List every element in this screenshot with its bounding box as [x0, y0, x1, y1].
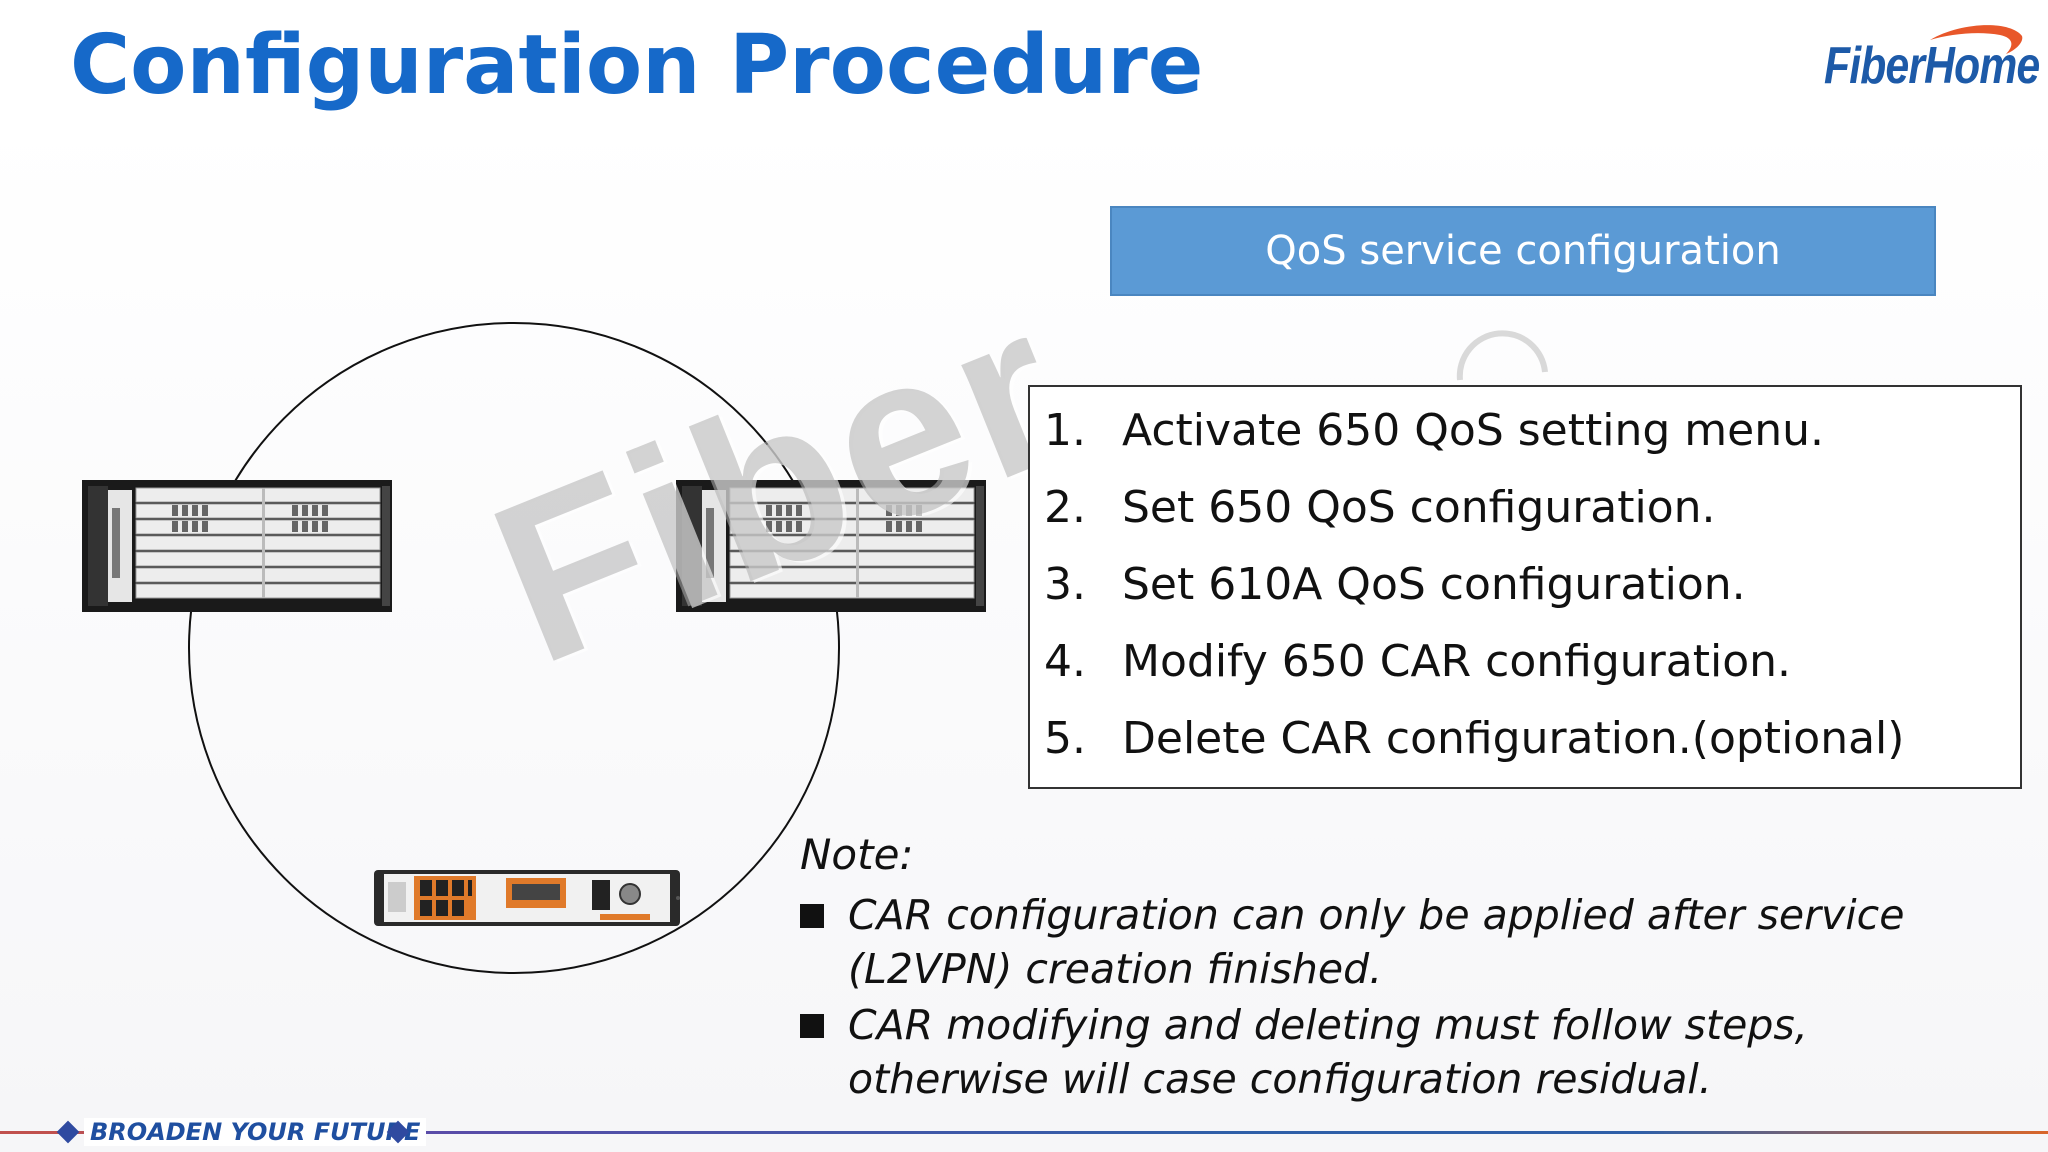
- logo-swoosh-icon: [1930, 25, 2023, 54]
- faint-arc: [1456, 330, 1548, 381]
- qos-service-banner: QoS service configuration: [1110, 206, 1936, 296]
- step-text: Modify 650 CAR configuration.: [1122, 636, 1791, 687]
- footer-line: [0, 1131, 2048, 1134]
- qos-banner-label: QoS service configuration: [1265, 228, 1781, 274]
- step-item: 5. Delete CAR configuration.(optional): [1030, 713, 2020, 790]
- step-item: 4. Modify 650 CAR configuration.: [1030, 636, 2020, 713]
- step-item: 1. Activate 650 QoS setting menu.: [1030, 405, 2020, 482]
- procedure-steps-box: 1. Activate 650 QoS setting menu. 2. Set…: [1028, 385, 2022, 789]
- step-text: Set 650 QoS configuration.: [1122, 482, 1716, 533]
- chassis-650-left: [82, 480, 392, 612]
- note-item: CAR configuration can only be applied af…: [800, 888, 2000, 996]
- square-bullet-icon: [800, 904, 824, 928]
- logo-text: FiberHome: [1824, 37, 2040, 95]
- step-item: 3. Set 610A QoS configuration.: [1030, 559, 2020, 636]
- note-heading: Note:: [800, 830, 914, 879]
- page-title: Configuration Procedure: [70, 18, 1204, 113]
- step-text: Activate 650 QoS setting menu.: [1122, 405, 1824, 456]
- note-item: CAR modifying and deleting must follow s…: [800, 998, 2000, 1106]
- note-section: Note: CAR configuration can only be appl…: [800, 830, 2000, 1108]
- device-610a-bottom: [374, 870, 680, 926]
- square-bullet-icon: [800, 1014, 824, 1038]
- step-item: 2. Set 650 QoS configuration.: [1030, 482, 2020, 559]
- note-text: CAR configuration can only be applied af…: [848, 891, 1905, 993]
- step-number: 5.: [1044, 713, 1086, 764]
- step-text: Set 610A QoS configuration.: [1122, 559, 1746, 610]
- step-number: 1.: [1044, 405, 1086, 456]
- step-number: 2.: [1044, 482, 1086, 533]
- note-text: CAR modifying and deleting must follow s…: [848, 1001, 1808, 1103]
- footer-tagline: BROADEN YOUR FUTURE: [84, 1118, 427, 1146]
- step-number: 4.: [1044, 636, 1086, 687]
- fiberhome-logo: FiberHome: [1810, 18, 2040, 98]
- step-number: 3.: [1044, 559, 1086, 610]
- chassis-650-right: [676, 480, 986, 612]
- ring-connection: [188, 322, 840, 974]
- step-text: Delete CAR configuration.(optional): [1122, 713, 1905, 764]
